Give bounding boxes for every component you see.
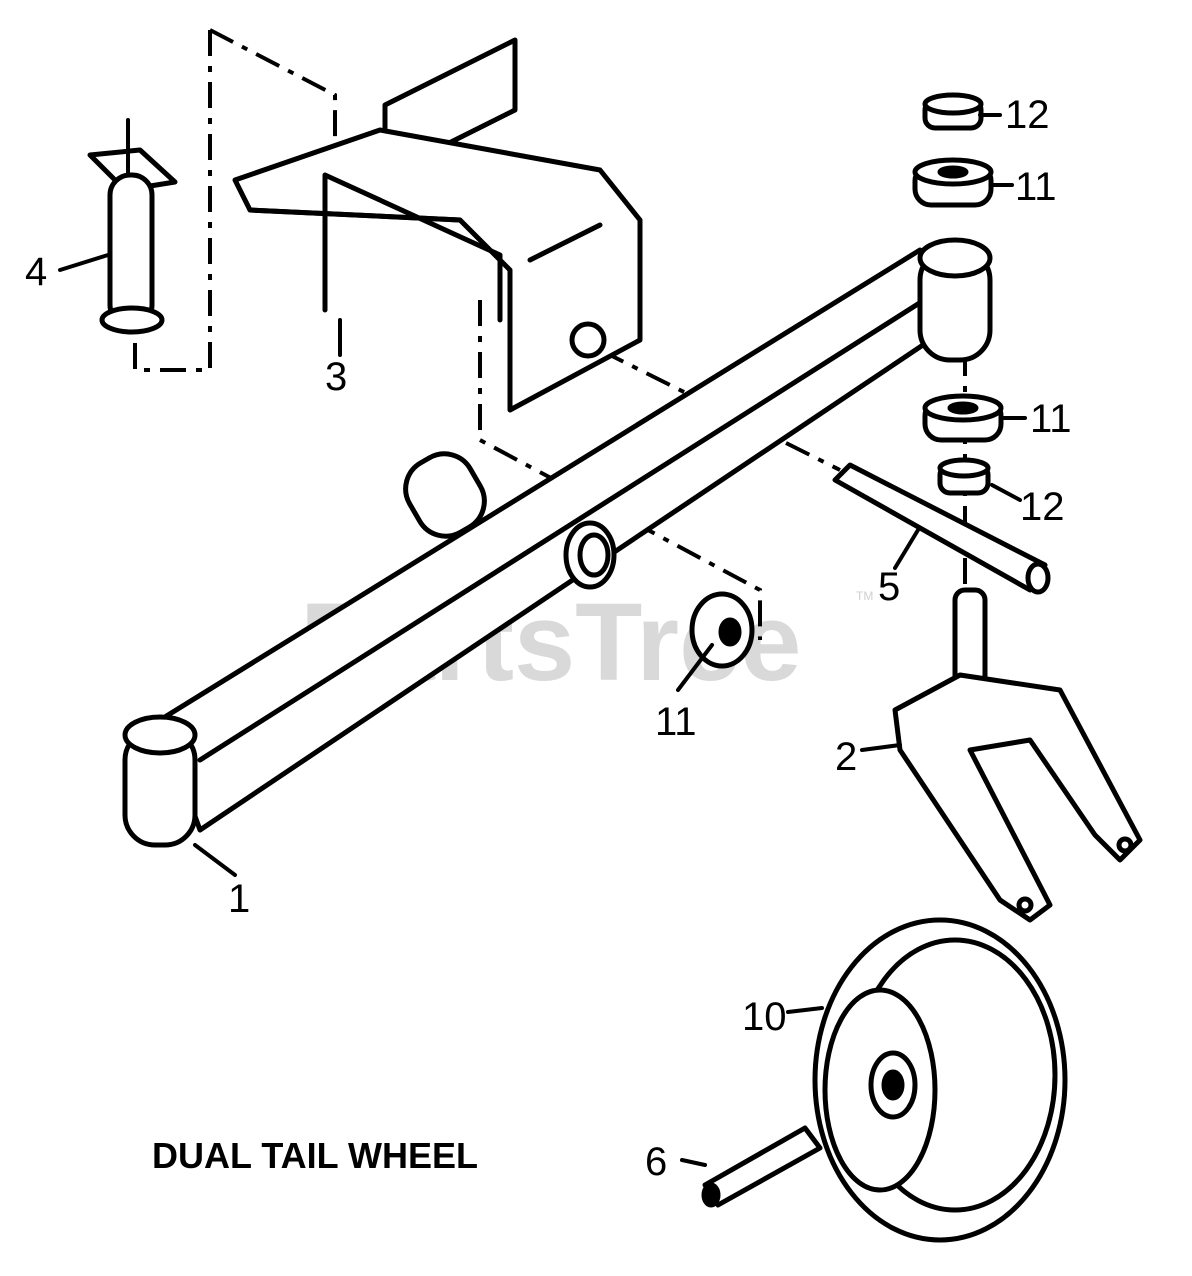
pin-clip: [87, 147, 178, 193]
callouts: 4 3 12 11 11 12 5 11 2 1 10 6: [25, 93, 1072, 1184]
callout-12-top: 12: [1005, 93, 1050, 137]
diagram-title: DUAL TAIL WHEEL: [152, 1135, 478, 1176]
callout-11-low: 11: [655, 700, 697, 744]
pin-shaft: [107, 172, 155, 328]
callout-11-mid: 11: [1030, 397, 1072, 441]
callout-4: 4: [25, 250, 47, 294]
spacer-top: [937, 457, 991, 479]
frame-arm-edge: [197, 287, 943, 763]
part-11-top: [912, 157, 994, 208]
assembly-line-axle: [599, 348, 841, 472]
callout-3: 3: [325, 355, 347, 399]
part-2-fork: [892, 587, 1143, 923]
axle-end: [1025, 561, 1051, 595]
bracket-detail: [527, 222, 603, 263]
callout-2: 2: [835, 735, 857, 779]
wheel-pin-end: [701, 1182, 721, 1208]
assembly-line-bracket: [209, 28, 337, 160]
leader-2: [860, 743, 902, 752]
fork-hole-left: [1016, 896, 1034, 914]
bearings: [563, 92, 1004, 669]
leader-10: [786, 1006, 824, 1014]
part-11-mid: [922, 393, 1004, 443]
callout-10: 10: [742, 995, 787, 1039]
spacer-top: [922, 92, 984, 116]
part-12-mid: [937, 457, 991, 496]
part-12-top: [922, 92, 984, 131]
frame-upper-socket-top: [917, 237, 993, 279]
bearing-hole: [947, 401, 979, 415]
frame-lower-socket-top: [122, 714, 198, 756]
callout-1: 1: [228, 877, 250, 921]
leader-6: [680, 1158, 707, 1167]
leader-lines: [58, 113, 1027, 1167]
part-10-wheel: [812, 917, 1068, 1243]
fork-body: [892, 672, 1143, 923]
frame-tube: [403, 451, 487, 539]
leader-11-low: [676, 643, 714, 692]
part-5-axle: [832, 462, 1051, 595]
wheel-pin-shaft: [702, 1125, 823, 1208]
assembly-line-pin: [133, 30, 212, 372]
part-4-pin: [87, 118, 178, 335]
part-11-bushing: [563, 520, 617, 590]
part-3-bracket: [232, 37, 643, 413]
bracket-u-bolt: [322, 172, 503, 323]
leader-4: [58, 253, 110, 272]
bracket-bore: [569, 321, 607, 359]
callout-6: 6: [645, 1140, 667, 1184]
callout-11-top: 11: [1015, 165, 1057, 209]
leader-1: [193, 843, 237, 877]
bearing-hole: [937, 165, 969, 179]
part-6-wheel-pin: [701, 1125, 823, 1208]
bearing-hole: [718, 617, 742, 647]
fork-hole-right: [1116, 836, 1134, 854]
bracket-body: [232, 127, 643, 413]
callout-12-mid: 12: [1020, 485, 1065, 529]
bushing-inner: [577, 532, 611, 578]
leader-12-mid: [990, 483, 1022, 502]
part-11-low: [689, 591, 755, 669]
pin-base: [99, 305, 165, 335]
callout-5: 5: [878, 565, 900, 609]
wheel-hub-hole: [881, 1069, 905, 1101]
leader-5: [893, 528, 920, 570]
watermark-trademark: TM: [856, 589, 873, 603]
